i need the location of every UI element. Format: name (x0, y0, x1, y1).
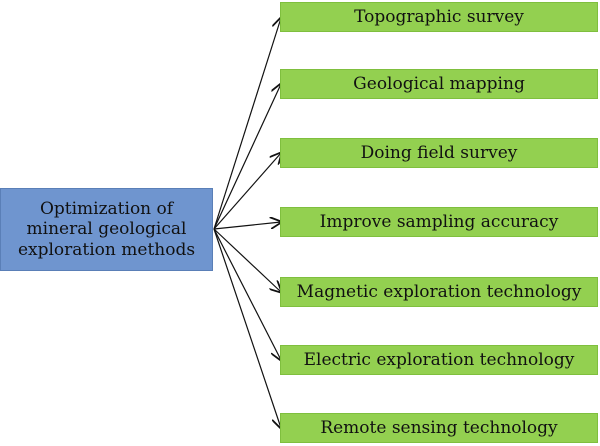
branch-box-improve-sampling-accuracy: Improve sampling accuracy (280, 207, 598, 237)
arrow-topographic-survey (213, 18, 281, 230)
branch-label: Topographic survey (354, 7, 524, 27)
branch-box-magnetic-exploration-technology: Magnetic exploration technology (280, 277, 598, 307)
branch-label: Doing field survey (360, 143, 518, 163)
branch-box-remote-sensing-technology: Remote sensing technology (280, 413, 598, 443)
branch-box-doing-field-survey: Doing field survey (280, 138, 598, 168)
branch-label: Electric exploration technology (303, 350, 575, 370)
root-node-box: Optimization of mineral geological explo… (0, 188, 213, 271)
arrow-doing-field-survey (213, 153, 281, 230)
branch-label: Magnetic exploration technology (296, 282, 582, 302)
branch-box-topographic-survey: Topographic survey (280, 2, 598, 32)
arrow-remote-sensing-technology (213, 228, 281, 428)
branch-box-electric-exploration-technology: Electric exploration technology (280, 345, 598, 375)
arrow-geological-mapping (213, 84, 281, 230)
branch-label: Geological mapping (353, 74, 525, 94)
branch-label: Remote sensing technology (320, 418, 558, 438)
arrow-improve-sampling-accuracy (213, 222, 281, 230)
arrow-magnetic-exploration-technology (213, 228, 281, 292)
branch-box-geological-mapping: Geological mapping (280, 69, 598, 99)
branch-label: Improve sampling accuracy (319, 212, 559, 232)
root-node-label: Optimization of mineral geological explo… (17, 198, 196, 260)
arrow-electric-exploration-technology (213, 228, 281, 360)
